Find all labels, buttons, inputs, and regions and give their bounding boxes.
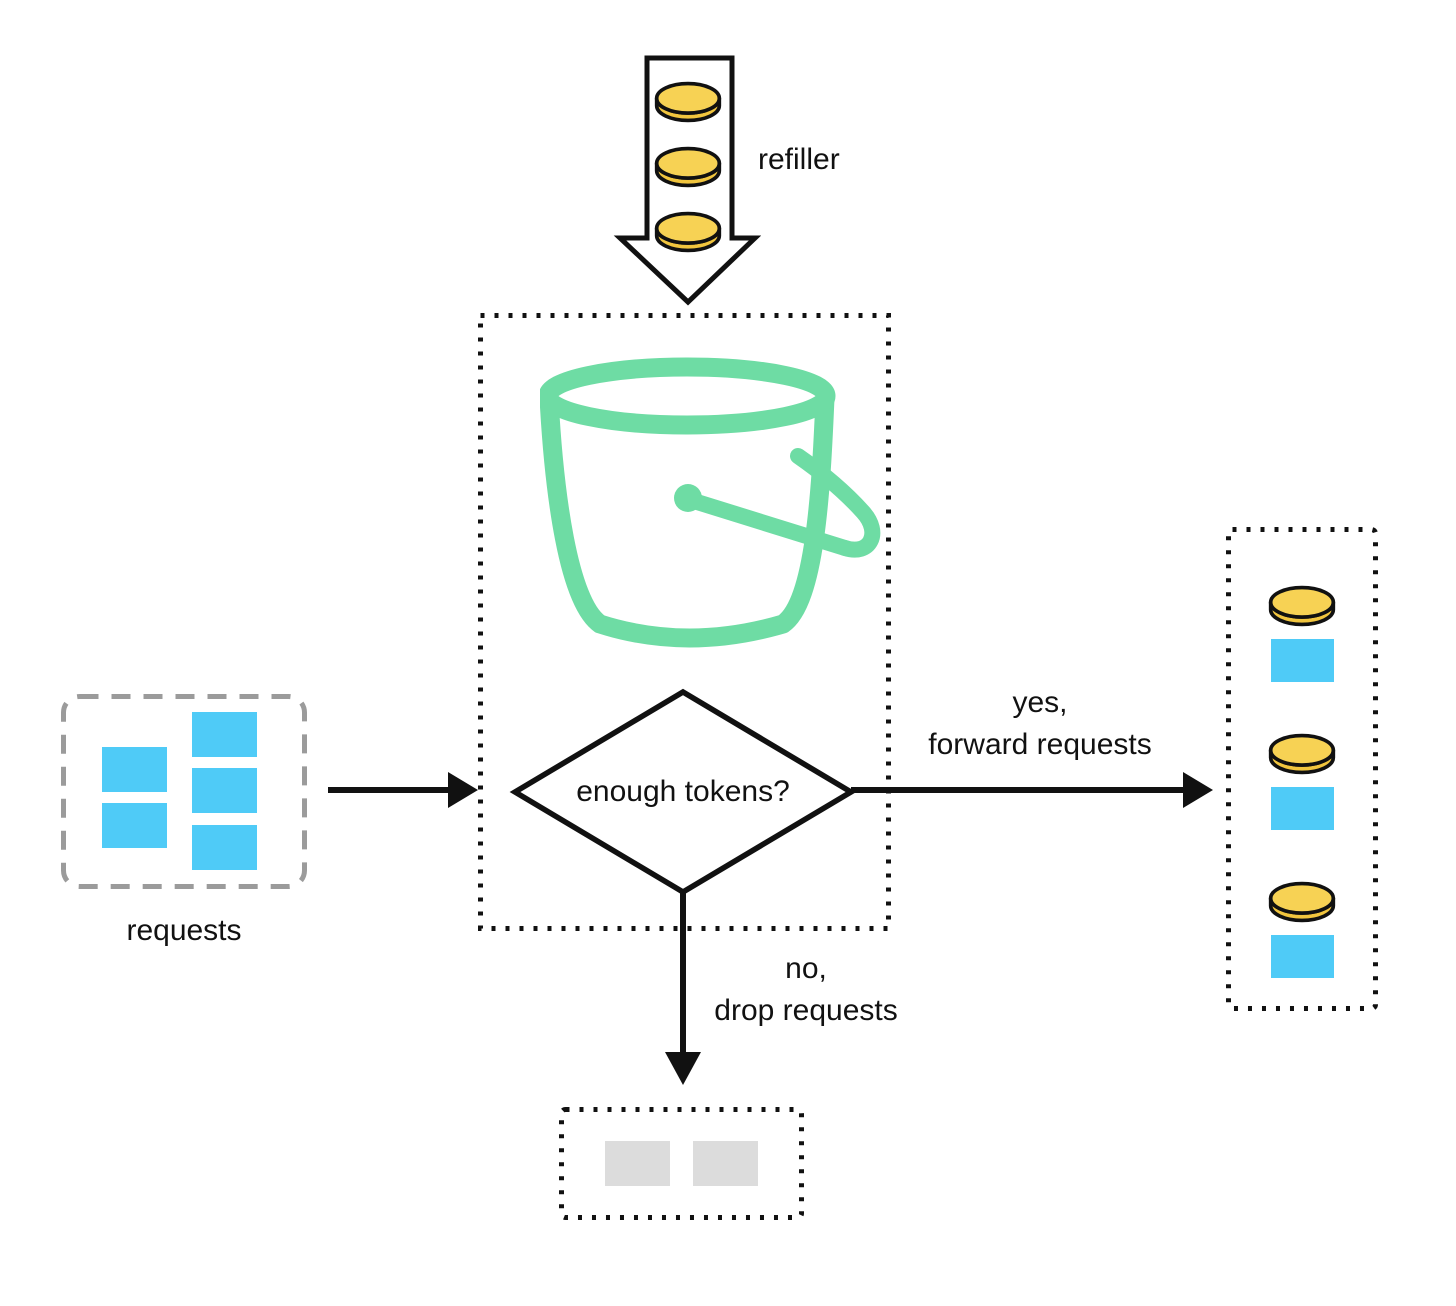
decision-label: enough tokens? xyxy=(576,775,790,808)
request-square-icon xyxy=(192,825,257,870)
forwarded-request-square-icon xyxy=(1270,935,1334,978)
refiller-label: refiller xyxy=(758,143,840,176)
dropped-request-square-icon xyxy=(693,1141,758,1186)
bucket-icon xyxy=(540,357,881,648)
no-drop-label: no, drop requests xyxy=(676,948,936,1032)
forwarded-request-square-icon xyxy=(1270,787,1334,830)
token-coin-icon xyxy=(1268,733,1336,775)
requests-arrow xyxy=(328,772,478,808)
request-square-icon xyxy=(102,747,167,792)
no-drop-arrow xyxy=(665,892,701,1085)
token-request-pair xyxy=(1267,582,1337,682)
yes-forward-label: yes, forward requests xyxy=(905,682,1175,766)
dropped-request-square-icon xyxy=(605,1141,670,1186)
bucket-box-border xyxy=(478,313,891,931)
request-square-icon xyxy=(102,803,167,848)
incoming-requests-border xyxy=(61,694,307,889)
token-coin-icon xyxy=(1268,881,1336,923)
forwarded-requests-border xyxy=(1226,527,1378,1011)
token-request-pair xyxy=(1267,878,1337,978)
token-coin-icon xyxy=(654,211,722,253)
incoming-requests-box xyxy=(61,694,307,889)
token-request-pair xyxy=(1267,730,1337,830)
requests-label: requests xyxy=(126,914,242,947)
token-coin-icon xyxy=(654,146,722,188)
request-square-icon xyxy=(192,768,257,813)
token-coin-icon xyxy=(1268,585,1336,627)
forwarded-requests-box xyxy=(1226,527,1378,1011)
token-coin-icon xyxy=(654,81,722,123)
no-line: no, xyxy=(785,952,827,985)
forward-requests-line: forward requests xyxy=(928,728,1152,761)
yes-line: yes, xyxy=(1012,686,1068,719)
refiller-coins xyxy=(653,78,723,256)
dropped-requests-border xyxy=(559,1107,804,1220)
forwarded-request-square-icon xyxy=(1270,639,1334,682)
yes-forward-arrow xyxy=(851,772,1213,808)
drop-requests-line: drop requests xyxy=(714,994,898,1027)
dropped-requests-box xyxy=(559,1107,804,1220)
request-square-icon xyxy=(192,712,257,757)
